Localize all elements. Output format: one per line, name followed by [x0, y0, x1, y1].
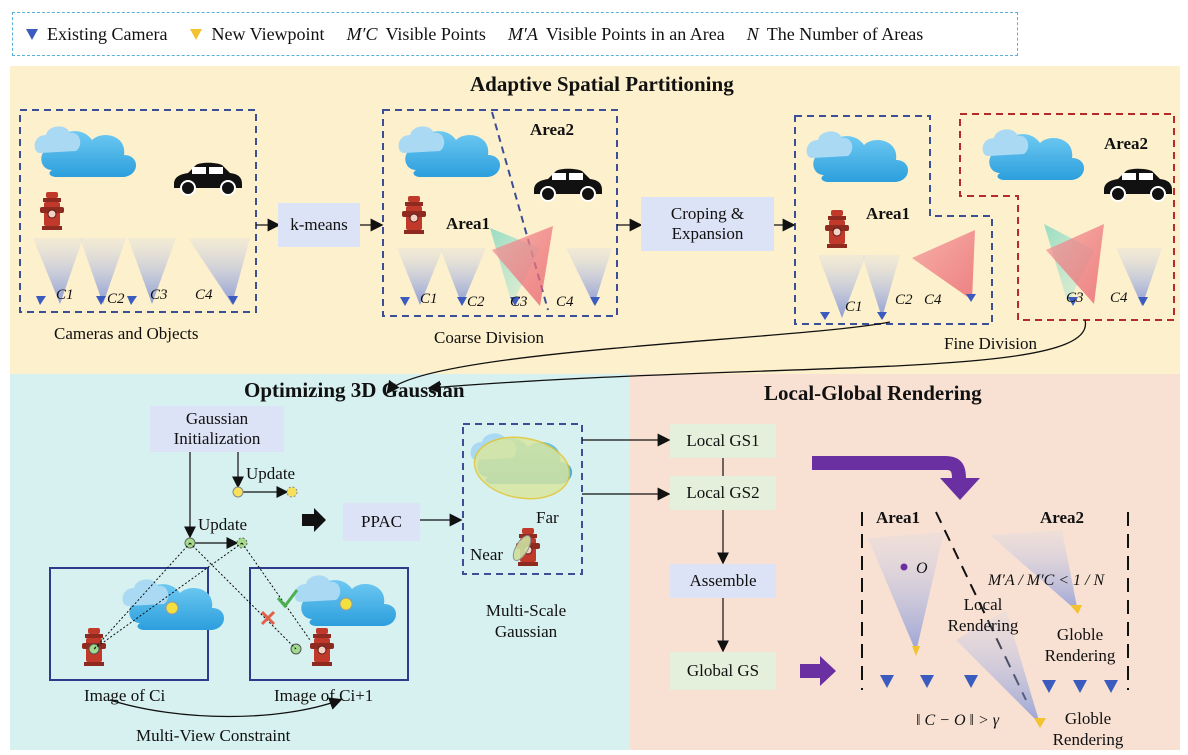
visibility-ratio-label: M′A / M′C < 1 / N [988, 572, 1105, 589]
cameras-objects-box [19, 109, 257, 313]
viewpoint-triangle-icon [190, 29, 203, 40]
right-arrow-icon [302, 508, 326, 532]
croping-expansion-box: Croping & Expansion [641, 197, 774, 251]
local-gs2-box: Local GS2 [670, 476, 776, 510]
cross-icon [260, 610, 276, 626]
globle-rendering-label-2: Globle Rendering [1052, 709, 1124, 750]
near-label: Near [470, 545, 504, 564]
render-area1-label: Area1 [876, 508, 921, 527]
optimize-title: Optimizing 3D Gaussian [244, 378, 465, 402]
image-ci1-caption: Image of Ci+1 [274, 686, 374, 705]
far-gaussian-ellipse [473, 436, 571, 500]
camera-triangle-icon [26, 29, 38, 40]
fine-division-caption: Fine Division [944, 334, 1038, 353]
legend-number-of-areas: N The Number of Areas [746, 23, 924, 44]
rendering-title: Local-Global Rendering [764, 381, 982, 405]
purple-turn-arrow-icon [812, 456, 980, 500]
hydrant-icon [309, 627, 335, 667]
render-area2-label: Area2 [1040, 508, 1085, 527]
assemble-box: Assemble [670, 564, 776, 598]
camera-label-c3: C3 [1066, 290, 1084, 306]
image-ci1-frame [249, 567, 409, 681]
legend-new-viewpoint: New Viewpoint [189, 24, 325, 45]
camera-label-c1: C1 [56, 287, 74, 303]
globle-rendering-label-1: Globle Rendering [1044, 625, 1116, 666]
coarse-division-box [382, 109, 618, 317]
cameras-objects-caption: Cameras and Objects [54, 324, 199, 343]
camera-label-c4: C4 [924, 292, 942, 308]
camera-label-c2: C2 [895, 292, 913, 308]
distance-condition-label: ‖ C − O ‖ > γ [916, 712, 1000, 729]
image-ci-caption: Image of Ci [84, 686, 166, 705]
fine-area2-box [959, 113, 1175, 321]
local-rendering-label: Local Rendering [947, 595, 1019, 636]
cloud-icon [34, 126, 136, 177]
existing-cameras-row [880, 675, 1118, 693]
ppac-box: PPAC [343, 503, 420, 541]
local-gs1-box: Local GS1 [670, 424, 776, 458]
far-label: Far [536, 508, 559, 527]
camera-label-c3: C3 [150, 287, 168, 303]
car-icon [173, 161, 243, 196]
camera-label-c4: C4 [556, 294, 574, 310]
car-icon [1103, 167, 1173, 202]
gaussian-init-box: Gaussian Initialization [150, 406, 284, 452]
multiview-caption: Multi-View Constraint [136, 726, 291, 745]
update-label-2: Update [198, 515, 248, 534]
cloud-icon [806, 131, 908, 182]
adaptive-partition-title: Adaptive Spatial Partitioning [470, 72, 734, 96]
camera-label-c1: C1 [420, 291, 438, 307]
coarse-area2-label: Area2 [530, 120, 575, 139]
camera-label-c4: C4 [195, 287, 213, 303]
multi-scale-box [462, 423, 583, 575]
camera-label-c1: C1 [845, 299, 863, 315]
hydrant-icon [39, 191, 65, 231]
camera-label-c3: C3 [510, 294, 528, 310]
fine-area1-label: Area1 [866, 204, 911, 223]
camera-group-4 [1044, 224, 1162, 306]
legend: Existing Camera New Viewpoint M′C Visibl… [12, 12, 1018, 56]
legend-visible-points-area: M′A Visible Points in an Area [507, 23, 725, 44]
camera-label-c2: C2 [467, 294, 485, 310]
coarse-area1-label: Area1 [446, 214, 491, 233]
kmeans-box: k-means [278, 203, 360, 247]
global-gs-box: Global GS [670, 652, 776, 690]
fine-area2-label: Area2 [1104, 134, 1149, 153]
camera-label-c2: C2 [107, 291, 125, 307]
legend-visible-points: M′C Visible Points [346, 23, 486, 44]
camera-group-1 [33, 238, 250, 305]
camera-label-c4: C4 [1110, 290, 1128, 306]
adaptive-partition-panel [10, 66, 1180, 374]
legend-existing-camera: Existing Camera [25, 24, 167, 45]
check-icon [276, 589, 299, 609]
fine-area1-box [794, 115, 993, 325]
multi-scale-caption: Multi-Scale Gaussian [485, 601, 567, 642]
camera-group-3 [818, 230, 976, 320]
coarse-division-caption: Coarse Division [434, 328, 545, 347]
hydrant-icon [824, 209, 850, 249]
car-icon [533, 167, 603, 202]
camera-group-2 [397, 226, 612, 306]
origin-label: O [916, 560, 928, 577]
update-label-1: Update [246, 464, 296, 483]
hydrant-icon [401, 195, 427, 235]
cloud-icon [982, 129, 1084, 180]
purple-right-arrow-icon [800, 656, 836, 686]
cloud-icon [398, 126, 500, 177]
